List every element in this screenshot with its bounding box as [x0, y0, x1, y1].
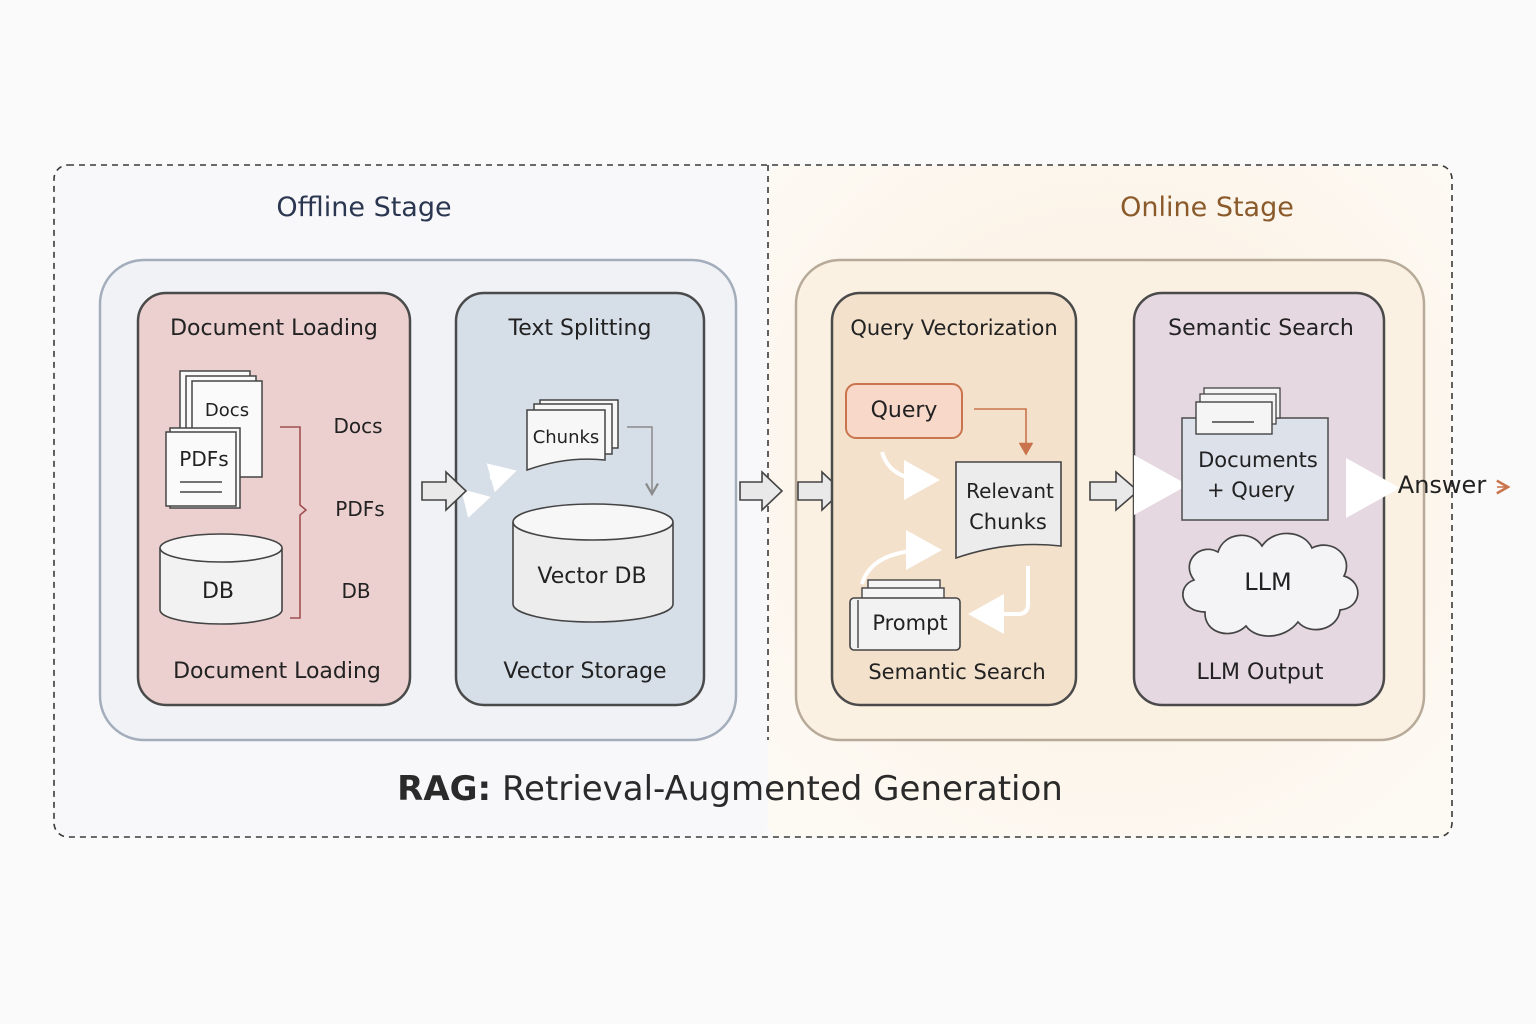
pdfs-document-icon	[165, 427, 241, 509]
db-cylinder-icon	[159, 533, 283, 625]
chunks-stack-icon	[526, 399, 619, 472]
document-loading-title: Document Loading	[170, 316, 378, 341]
llm-label: LLM	[1244, 568, 1291, 596]
white-flow-arrow-2	[486, 463, 517, 493]
prompt-card-icon	[849, 579, 961, 651]
caption-rest: Retrieval-Augmented Generation	[491, 769, 1063, 809]
block-arrow-vectorization-to-search	[1089, 470, 1140, 512]
relevant-chunks-label-line1: Relevant	[966, 479, 1054, 503]
documents-query-label-line2: + Query	[1207, 478, 1295, 502]
white-flow-arrow-1	[460, 488, 491, 518]
pdfs-icon-label: PDFs	[179, 447, 228, 471]
vector-db-cylinder-icon	[512, 503, 674, 623]
relevant-chunks-label-line2: Chunks	[969, 510, 1047, 534]
query-vectorization-title: Query Vectorization	[850, 316, 1057, 340]
white-curve-arrow-query	[880, 451, 940, 500]
caption-bold: RAG:	[397, 769, 491, 809]
source-list-item-pdfs: PDFs	[335, 497, 384, 521]
online-stage-title: Online Stage	[1120, 192, 1294, 223]
diagram-caption: RAG: Retrieval-Augmented Generation	[397, 769, 1063, 809]
relevant-chunks-card	[955, 461, 1062, 560]
source-list-item-db: DB	[341, 579, 370, 603]
text-splitting-footer: Vector Storage	[503, 659, 666, 684]
db-icon-label: DB	[202, 579, 234, 604]
chunks-to-prompt-arrow	[968, 566, 1030, 634]
document-loading-footer: Document Loading	[173, 659, 381, 684]
semantic-search-title: Semantic Search	[1168, 316, 1354, 341]
query-vectorization-footer: Semantic Search	[868, 660, 1045, 684]
query-box	[845, 383, 963, 439]
chunks-to-vector-db-arrow	[627, 426, 659, 497]
vector-db-label: Vector DB	[537, 564, 646, 589]
text-splitting-title: Text Splitting	[508, 316, 652, 341]
semantic-search-footer: LLM Output	[1197, 660, 1324, 685]
documents-query-label-line1: Documents	[1198, 448, 1318, 472]
source-list-item-docs: Docs	[333, 414, 382, 438]
offline-stage-title: Offline Stage	[276, 192, 451, 223]
block-arrow-loading-to-splitting	[421, 470, 468, 512]
source-bracket	[280, 426, 308, 619]
chunks-label: Chunks	[533, 427, 600, 448]
answer-label: Answer	[1398, 471, 1487, 499]
llm-cloud-icon	[1182, 532, 1359, 637]
block-arrow-offline-to-online	[739, 470, 784, 512]
documents-query-box	[1181, 387, 1329, 521]
docs-icon-label: Docs	[205, 400, 249, 421]
prompt-label: Prompt	[872, 611, 947, 635]
white-curve-arrow-prompt	[860, 530, 942, 585]
query-label: Query	[871, 398, 938, 423]
outer-dashed-frame	[53, 164, 1453, 838]
query-to-chunks-arrow	[974, 408, 1034, 456]
text-splitting-panel	[454, 291, 706, 707]
